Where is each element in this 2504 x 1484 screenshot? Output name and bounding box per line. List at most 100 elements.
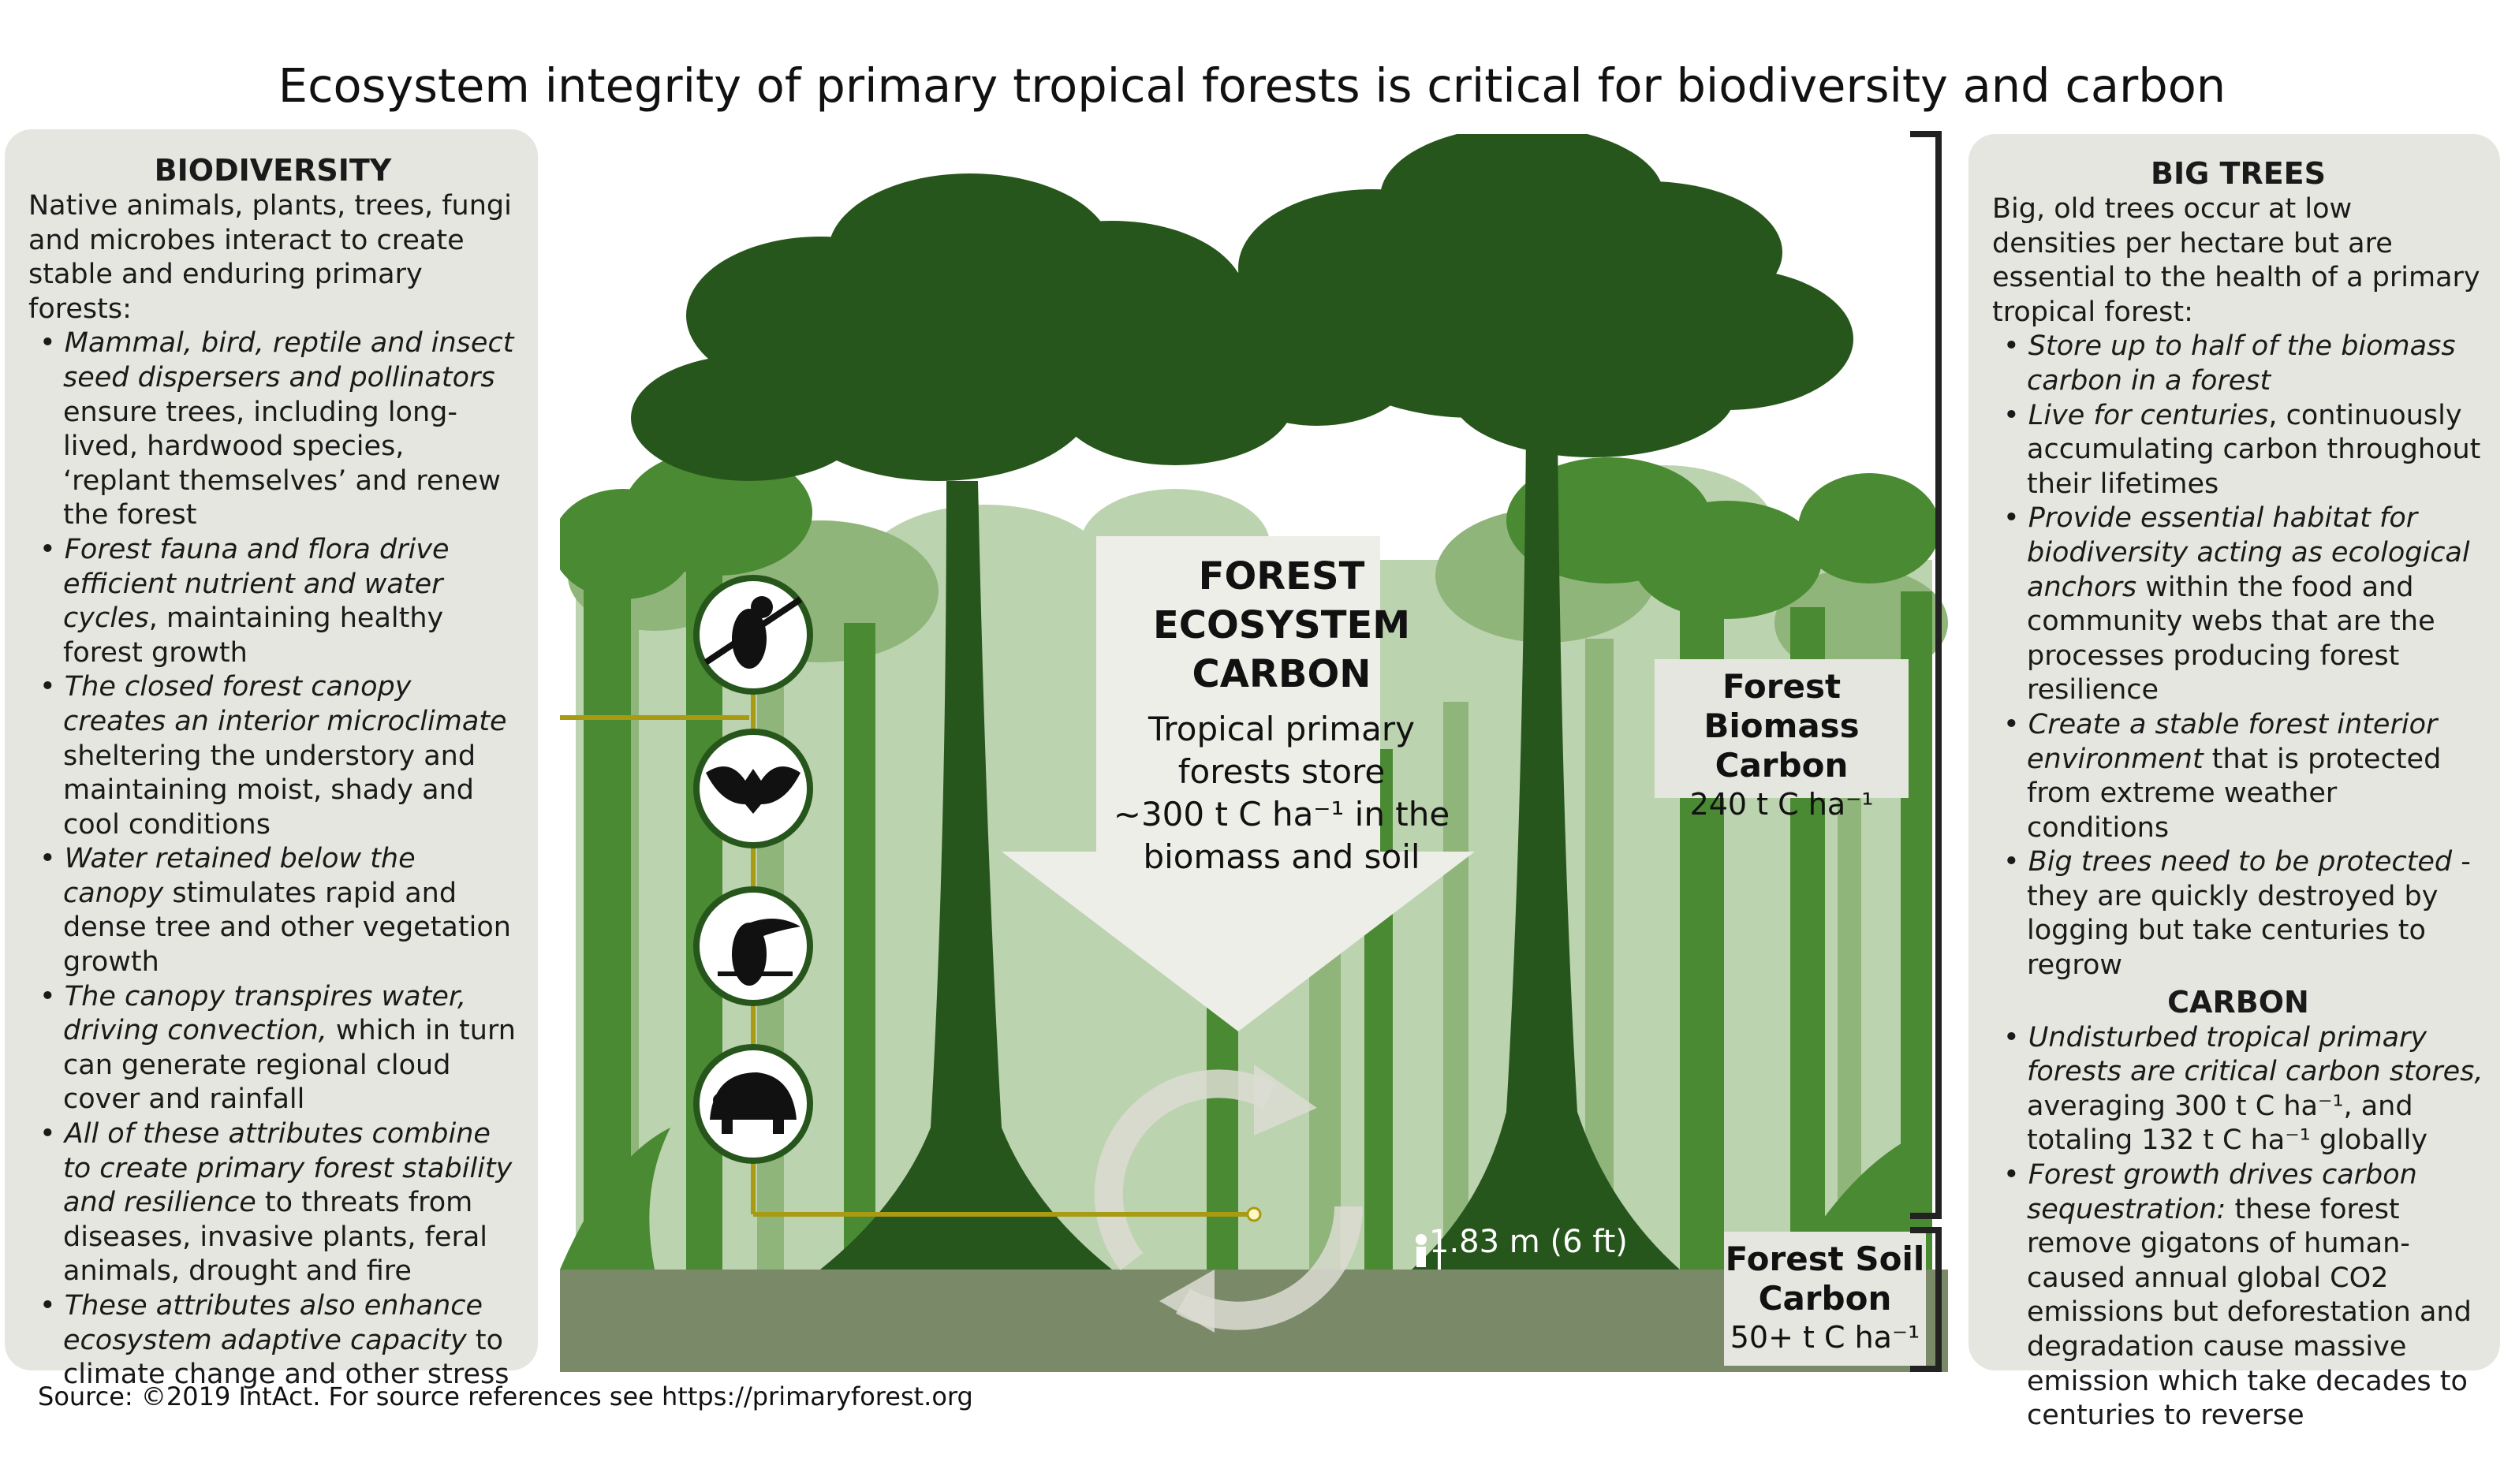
carbon-heading: CARBON: [2167, 984, 2309, 1020]
bullet-text: , maintaining healthy forest growth: [63, 602, 444, 669]
bullet-dot: •: [39, 843, 65, 875]
bullet-emphasis: Create a stable forest interior environm…: [2027, 708, 2438, 775]
bullet-dot: •: [39, 1290, 65, 1322]
big-trees-bullet-list: • Store up to half of the biomass carbon…: [1992, 330, 2484, 982]
toucan-icon: [693, 886, 813, 1006]
bullet-dot: •: [2003, 330, 2028, 363]
bullet-dot: •: [2003, 846, 2028, 878]
source-note: Source: ©2019 IntAct. For source referen…: [38, 1381, 973, 1411]
bullet-emphasis: Forest fauna and flora drive efficient n…: [63, 533, 450, 635]
biodiversity-intro: Native animals, plants, trees, fungi and…: [28, 190, 512, 325]
sloth-icon: [693, 575, 813, 695]
bullet-dot: •: [2003, 708, 2028, 740]
biomass-bracket-top: [1910, 131, 1942, 137]
carbon-down-arrow: [1002, 536, 1475, 1031]
biomass-label-line1: Forest Biomass: [1704, 667, 1860, 745]
cycle-arrowhead-top: [1254, 1065, 1317, 1135]
bullet-dot: •: [2003, 399, 2028, 431]
big-trees-intro: Big, old trees occur at low densities pe…: [1992, 193, 2480, 328]
bullet-text: sheltering the understory and maintainin…: [63, 740, 476, 841]
bullet-item: • Forest fauna and flora drive efficient…: [28, 533, 517, 670]
bullet-emphasis: Water retained below the canopy: [63, 843, 416, 909]
bat-icon: [693, 729, 813, 848]
bullet-item: • Mammal, bird, reptile and insect seed …: [28, 326, 517, 533]
bullet-emphasis: Live for centuries: [2028, 399, 2269, 431]
bullet-item: • Store up to half of the biomass carbon…: [1992, 330, 2484, 398]
big-trees-panel: BIG TREES Big, old trees occur at low de…: [1968, 134, 2500, 1431]
bullet-item: • Undisturbed tropical primary forests a…: [1992, 1021, 2484, 1158]
bullet-dot: •: [2003, 1021, 2028, 1053]
bullet-emphasis: Forest growth drives carbon sequestratio…: [2027, 1159, 2417, 1225]
bullet-text: - they are quickly destroyed by logging …: [2027, 846, 2471, 982]
biodiversity-bullet-list: • Mammal, bird, reptile and insect seed …: [28, 326, 517, 1392]
bullet-item: • Create a stable forest interior enviro…: [1992, 708, 2484, 845]
biomass-label-value: 240 t C ha⁻¹: [1689, 787, 1874, 822]
big-trees-heading: BIG TREES: [2151, 156, 2326, 191]
callout-text: Tropical primary forests store ~300 t C …: [1092, 708, 1471, 878]
bullet-dot: •: [39, 1118, 65, 1150]
bullet-item: • Forest growth drives carbon sequestrat…: [1992, 1158, 2484, 1434]
bullet-emphasis: The closed forest canopy creates an inte…: [63, 671, 507, 737]
bullet-text: these forest remove gigatons of human-ca…: [2027, 1193, 2472, 1432]
bullet-emphasis: All of these attributes combine to creat…: [63, 1118, 513, 1219]
bullet-item: • All of these attributes combine to cre…: [28, 1117, 517, 1289]
bullet-text: to climate change and other stress: [63, 1324, 509, 1391]
bullet-emphasis: The canopy transpires water, driving con…: [63, 980, 467, 1047]
bullet-emphasis: Undisturbed tropical primary forests are…: [2027, 1021, 2483, 1088]
bullet-text: ensure trees, including long-lived, hard…: [63, 396, 501, 531]
page-title: Ecosystem integrity of primary tropical …: [278, 58, 2226, 113]
bullet-emphasis: Store up to half of the biomass carbon i…: [2027, 330, 2456, 397]
bullet-emphasis: Big trees need to be protected: [2028, 846, 2453, 878]
soil-label-line2: Carbon: [1758, 1279, 1892, 1318]
bullet-item: • These attributes also enhance ecosyste…: [28, 1289, 517, 1393]
soil-label-value: 50+ t C ha⁻¹: [1730, 1320, 1920, 1355]
callout-text-line2: forests store: [1177, 752, 1386, 791]
bullet-text: within the food and community webs that …: [2027, 571, 2435, 707]
cycle-arrowhead-bottom: [1159, 1270, 1215, 1333]
bullet-dot: •: [2003, 502, 2028, 535]
biodiversity-panel: BIODIVERSITY Native animals, plants, tre…: [5, 129, 538, 1390]
bullet-item: • The canopy transpires water, driving c…: [28, 980, 517, 1117]
bullet-item: • Live for centuries, continuously accum…: [1992, 399, 2484, 502]
soil-bracket-vertical: [1935, 1227, 1942, 1372]
soil-bracket-bottom: [1910, 1366, 1942, 1372]
big-trees: [631, 134, 1853, 1270]
callout-text-line1: Tropical primary: [1148, 710, 1416, 748]
callout-heading-line1: FOREST: [1198, 554, 1365, 598]
bullet-text: , continuously accumulating carbon throu…: [2027, 399, 2481, 500]
biodiversity-heading: BIODIVERSITY: [154, 153, 392, 188]
bullet-dot: •: [2003, 1159, 2028, 1191]
human-scale-label: 1.83 m (6 ft): [1429, 1224, 1628, 1260]
connector-end-dot: [1246, 1206, 1262, 1222]
biomass-label-line2: Carbon: [1715, 746, 1849, 785]
bullet-item: • Big trees need to be protected - they …: [1992, 845, 2484, 982]
bullet-item: • Water retained below the canopy stimul…: [28, 842, 517, 979]
carbon-bullet-list: • Undisturbed tropical primary forests a…: [1992, 1021, 2484, 1434]
tortoise-icon: [693, 1044, 813, 1164]
bullet-dot: •: [39, 980, 65, 1012]
callout-heading-line3: CARBON: [1192, 652, 1371, 696]
biomass-bracket-bottom: [1910, 1213, 1942, 1219]
bullet-dot: •: [39, 327, 65, 360]
bullet-item: • Provide essential habitat for biodiver…: [1992, 502, 2484, 708]
bullet-text: stimulates rapid and dense tree and othe…: [63, 877, 511, 979]
bullet-text: that is protected from extreme weather c…: [2027, 743, 2442, 844]
biomass-bracket-vertical: [1935, 131, 1942, 1217]
bullet-dot: •: [39, 533, 65, 565]
forest-biomass-carbon-label: Forest Biomass Carbon 240 t C ha⁻¹: [1655, 659, 1909, 822]
forest-ecosystem-carbon-callout: FOREST ECOSYSTEM CARBON Tropical primary…: [1092, 552, 1471, 878]
bullet-emphasis: These attributes also enhance ecosystem …: [63, 1290, 483, 1356]
bullet-text: which in turn can generate regional clou…: [63, 1015, 516, 1116]
bullet-emphasis: Mammal, bird, reptile and insect seed di…: [63, 327, 514, 393]
bullet-text: averaging 300 t C ha⁻¹, and totaling 132…: [2027, 1090, 2428, 1157]
callout-heading-line2: ECOSYSTEM: [1152, 603, 1410, 647]
bullet-item: • The closed forest canopy creates an in…: [28, 670, 517, 842]
soil-label-line1: Forest Soil: [1725, 1240, 1925, 1278]
callout-text-line4: biomass and soil: [1143, 837, 1420, 876]
human-scale-icon: [1416, 1230, 1441, 1270]
bullet-text: to threats from diseases, invasive plant…: [63, 1187, 488, 1288]
forest-soil-carbon-label: Forest Soil Carbon 50+ t C ha⁻¹: [1724, 1232, 1926, 1366]
callout-text-line3: ~300 t C ha⁻¹ in the: [1113, 795, 1450, 833]
bullet-dot: •: [39, 671, 65, 703]
bullet-emphasis: Provide essential habitat for biodiversi…: [2027, 502, 2470, 603]
